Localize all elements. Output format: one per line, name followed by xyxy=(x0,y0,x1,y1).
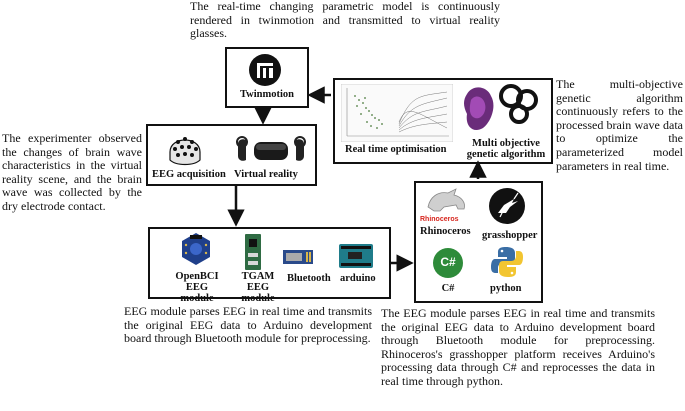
openbci-label: OpenBCI EEG module xyxy=(175,271,219,304)
optimisation-box: Real time optimisation Multi objective g… xyxy=(333,78,553,164)
arduino-label: arduino xyxy=(340,273,376,284)
eeg-cap-icon xyxy=(166,128,204,173)
genetic-algorithm-label: Multi objective genetic algorithm xyxy=(466,138,546,160)
twinmotion-label: Twinmotion xyxy=(239,89,295,100)
eeg-acquisition-label: EEG acquisition xyxy=(152,169,226,180)
right-caption: The multi-objective genetic algorithm co… xyxy=(556,77,683,173)
acquisition-box: EEG acquisition Virtual reality xyxy=(146,124,317,186)
software-box: Rhinoceros Rhinoceros grasshopper C# C# … xyxy=(414,181,543,303)
rhinoceros-logo-icon xyxy=(424,185,468,220)
left-caption: The experimenter observed the changes of… xyxy=(2,131,142,213)
optimisation-scatter-plot-icon xyxy=(340,83,454,147)
twinmotion-logo-icon xyxy=(248,53,282,92)
python-logo-icon xyxy=(490,245,524,284)
bottom-left-caption: EEG module parses EEG in real time and t… xyxy=(124,304,372,346)
python-label: python xyxy=(490,283,522,294)
genetic-algorithm-shapes-icon xyxy=(461,82,545,145)
twinmotion-box: Twinmotion xyxy=(225,47,309,108)
arduino-board-icon xyxy=(338,243,374,274)
hardware-box: OpenBCI EEG module TGAM EEG module Bluet… xyxy=(148,227,391,304)
tgam-label: TGAM EEG module xyxy=(241,271,275,304)
openbci-board-icon xyxy=(178,231,214,272)
vr-headset-icon xyxy=(232,134,310,173)
bluetooth-label: Bluetooth xyxy=(287,273,331,284)
top-caption: The real-time changing parametric model … xyxy=(190,0,500,41)
grasshopper-logo-icon xyxy=(488,187,526,230)
grasshopper-label: grasshopper xyxy=(482,230,538,241)
rhinoceros-label: Rhinoceros xyxy=(420,226,471,237)
bluetooth-module-icon xyxy=(282,249,314,270)
csharp-logo-text: C# xyxy=(440,255,456,269)
csharp-logo-icon xyxy=(432,247,464,284)
virtual-reality-label: Virtual reality xyxy=(234,169,298,180)
rhinoceros-logo-text: Rhinoceros xyxy=(420,216,459,223)
optimisation-label: Real time optimisation xyxy=(345,144,447,155)
bottom-right-caption: The EEG module parses EEG in real time a… xyxy=(381,306,655,388)
tgam-board-icon xyxy=(244,233,262,276)
csharp-label: C# xyxy=(441,283,455,294)
